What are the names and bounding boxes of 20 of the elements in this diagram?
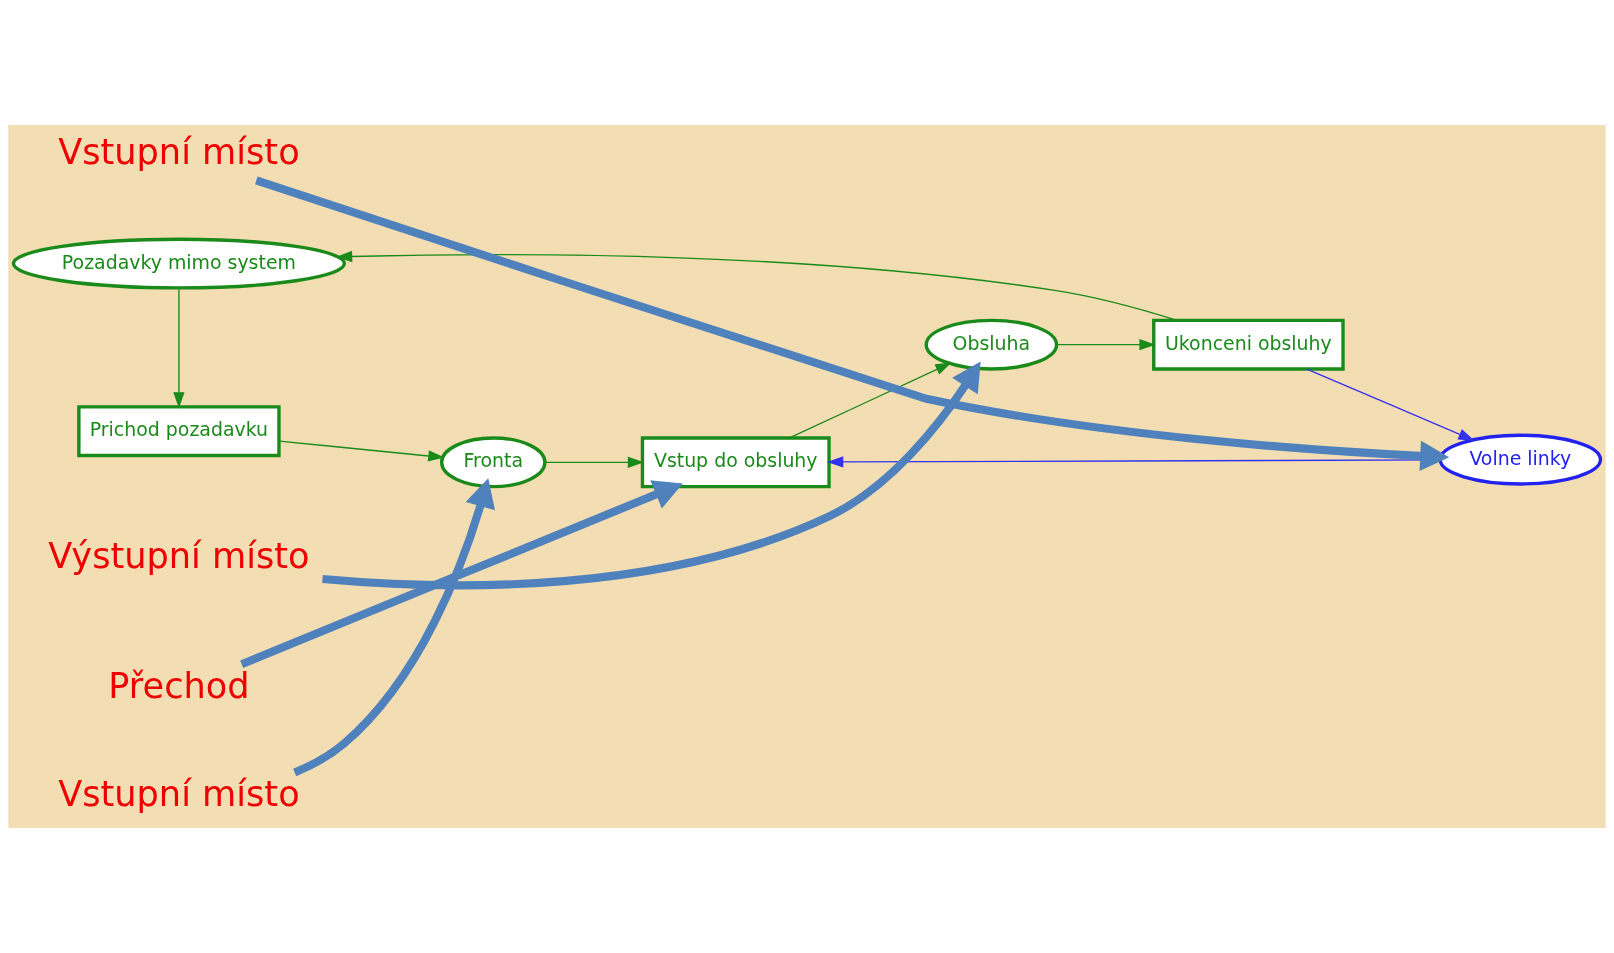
arrow [322,361,981,590]
node-ellipse: Fronta [439,436,547,489]
node-box: Ukonceni obsluhy [1152,318,1345,371]
node-text: Výstupní místo [48,535,310,577]
node-text: Přechod [108,664,250,706]
node-text: Vstupní místo [58,773,300,815]
arrow [1306,368,1475,441]
node-ellipse: Pozadavky mimo system [11,237,347,290]
node-box: Prichod pozadavku [77,405,281,458]
node-box: Vstup do obsluhy [640,436,831,489]
arrow [240,480,683,668]
arrow [293,478,495,777]
arrow [255,176,1450,472]
node-ellipse: Volne linky [1438,433,1603,486]
arrow [788,362,952,439]
node-ellipse: Obsluha [924,318,1059,371]
arrow [278,440,445,462]
node-text: Vstupní místo [58,130,300,172]
arrow [1056,339,1156,351]
arrow [173,287,185,409]
